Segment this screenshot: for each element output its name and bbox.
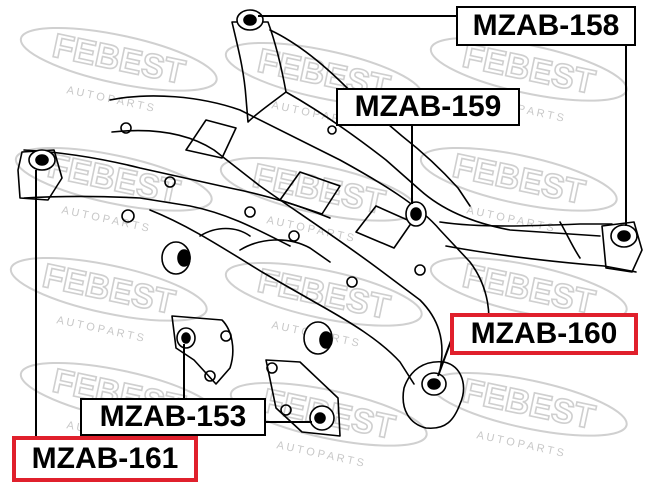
brace-curve: [199, 227, 251, 237]
watermark-sub: A U T O P A R T S: [56, 314, 145, 344]
lower-body: [149, 209, 415, 385]
bracket-153: [171, 315, 234, 385]
right-arm-bottom: [445, 245, 637, 273]
part-label-mzab-153: MZAB-153: [80, 398, 266, 436]
bushing-160: [421, 372, 447, 396]
upper-arm-member: [231, 21, 287, 123]
knuckle-160: [402, 361, 465, 429]
watermark-logo: FEBEST A U T O P A R T S: [19, 26, 218, 115]
bushing-158-right: [610, 224, 638, 248]
brace-curve: [239, 239, 331, 263]
leader-160: [437, 337, 453, 377]
watermark-logo: FEBEST A U T O P A R T S: [219, 156, 418, 245]
watermark-sub: A U T O P A R T S: [61, 204, 150, 234]
housing-161: [17, 149, 63, 201]
bushing-158-top: [236, 9, 264, 31]
bushing-lower-mount: [303, 321, 333, 355]
rear-rail: [285, 91, 601, 237]
right-arm-rib: [559, 221, 581, 259]
right-arm-top: [439, 221, 613, 227]
housing-158-right: [601, 221, 643, 273]
bushing-upper-mount: [161, 241, 191, 275]
bushing-153: [176, 327, 196, 349]
part-label-mzab-161: MZAB-161: [12, 436, 198, 482]
watermark-brand: FEBEST: [459, 372, 598, 437]
subframe-outline: [17, 21, 643, 437]
watermark-sub: A U T O P A R T S: [276, 439, 365, 469]
watermark-sub: A U T O P A R T S: [476, 429, 565, 459]
watermark-brand: FEBEST: [449, 147, 588, 212]
part-label-mzab-159: MZAB-159: [336, 88, 520, 126]
leader-lines: [35, 15, 627, 436]
watermark-brand: FEBEST: [39, 257, 178, 322]
bracket-lower: [265, 359, 341, 437]
bushings: [28, 9, 638, 431]
main-body-top: [109, 95, 490, 345]
main-body-mid: [111, 129, 443, 371]
part-label-mzab-158: MZAB-158: [456, 6, 636, 46]
brace: [185, 119, 237, 159]
watermark-brand: FEBEST: [254, 262, 393, 327]
brace: [279, 171, 341, 215]
part-label-mzab-160: MZAB-160: [450, 313, 638, 355]
watermark-brand: FEBEST: [49, 27, 188, 92]
bushing-159: [405, 201, 427, 227]
left-arm-bottom: [23, 195, 291, 247]
watermark-logo: FEBEST A U T O P A R T S: [419, 146, 618, 235]
bushing-161: [28, 149, 56, 171]
watermark-logo: FEBEST A U T O P A R T S: [429, 371, 628, 460]
bushing-153-lower: [309, 405, 335, 431]
